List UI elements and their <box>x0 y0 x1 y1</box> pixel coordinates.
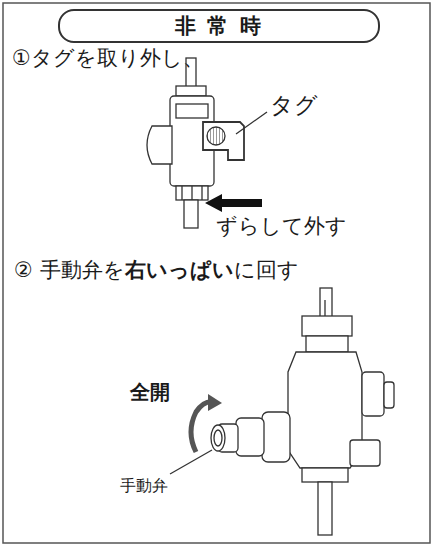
valve-with-tag <box>147 58 267 228</box>
part-label: 手動弁 <box>120 476 168 495</box>
step-text: 右いっぱい <box>125 258 234 282</box>
rotate-arrowhead <box>208 394 222 411</box>
frame <box>3 3 430 543</box>
slide-arrow <box>205 194 262 212</box>
step-text: に回す <box>234 258 299 282</box>
title: 非 常 時 <box>175 12 263 40</box>
open-label: 全開 <box>130 380 170 404</box>
step-text: ①タグを取り外し、 <box>12 46 204 71</box>
step-line: ② 手動弁を右いっぱいに回す <box>14 258 299 283</box>
leader-line <box>170 450 212 474</box>
step-text: ② 手動弁を <box>14 258 125 282</box>
title-pill: 非 常 時 <box>58 9 380 43</box>
action-text: ずらして外す <box>216 214 347 239</box>
part-label: タグ <box>270 92 318 120</box>
valve-assembly <box>211 288 394 535</box>
